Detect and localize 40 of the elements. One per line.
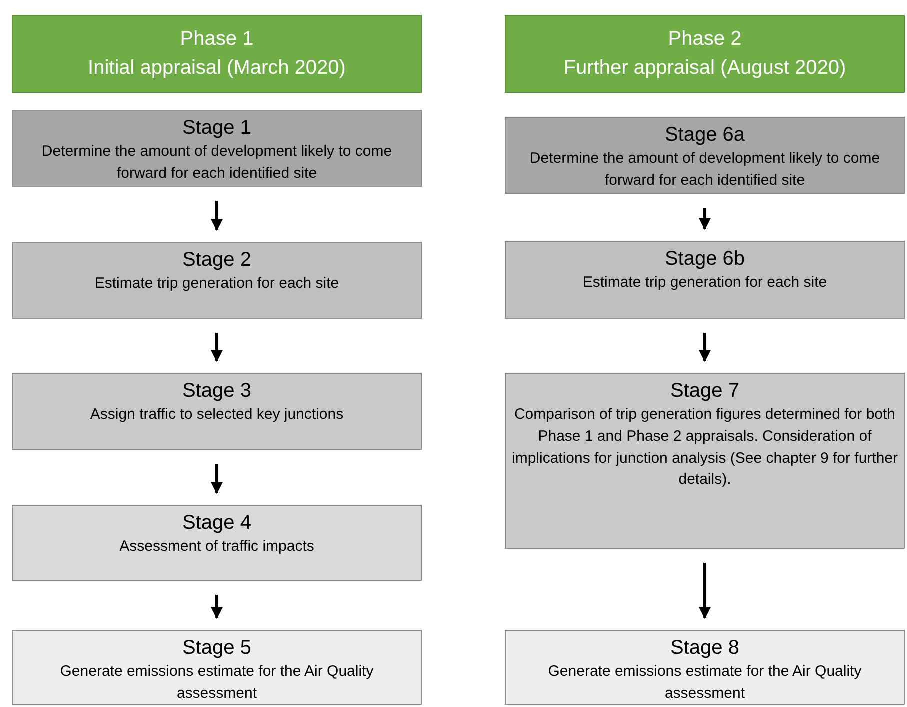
arrow [211,333,223,362]
stage-box [12,110,422,187]
stage-title: Stage 5 [182,636,252,661]
stage-box [505,630,905,705]
stage-description: Determine the amount of development likely to come forward for each identified site [528,149,882,191]
stage-box [12,373,422,450]
stage-description: Generate emissions estimate for the Air Quality assessment [59,662,375,704]
arrow [699,208,711,230]
stage-box [12,630,422,705]
stage-title: Stage 1 [182,116,252,141]
stage-description: Generate emissions estimate for the Air Quality assessment [547,662,863,704]
stage-box [12,505,422,581]
stage-title: Stage 2 [182,248,252,273]
arrow [211,595,223,620]
stage-description: Estimate trip generation for each site [582,273,828,293]
stage-description: Determine the amount of development likely to come forward for each identified site [40,142,394,184]
arrow [699,563,711,620]
stage-title: Stage 7 [670,379,740,404]
arrow [699,333,711,362]
phase-title: Phase 1 [180,27,254,52]
stage-box [505,241,905,319]
stage-description: Comparison of trip generation figures determined for both Phase 1 and Phase 2 appraisals. Consideration of implications for junction analysis (See chapter 9 for further details). [512,405,898,490]
stage-description: Estimate trip generation for each site [94,274,340,294]
stage-box [505,117,905,194]
stage-title: Stage 6b [664,247,746,272]
phase-header-box [505,15,905,93]
stage-description: Assign traffic to selected key junctions [90,405,344,425]
stage-title: Stage 3 [182,379,252,404]
arrow [211,464,223,494]
stage-box [12,242,422,319]
phase-header-box [12,15,422,93]
stage-title: Stage 6a [664,123,746,148]
arrow [211,201,223,232]
phase-subtitle: Initial appraisal (March 2020) [88,56,346,81]
stage-title: Stage 4 [182,511,252,536]
stage-description: Assessment of traffic impacts [120,537,314,557]
stage-box [505,373,905,549]
phase-title: Phase 2 [668,27,742,52]
stage-title: Stage 8 [670,636,740,661]
phase-subtitle: Further appraisal (August 2020) [564,56,846,81]
